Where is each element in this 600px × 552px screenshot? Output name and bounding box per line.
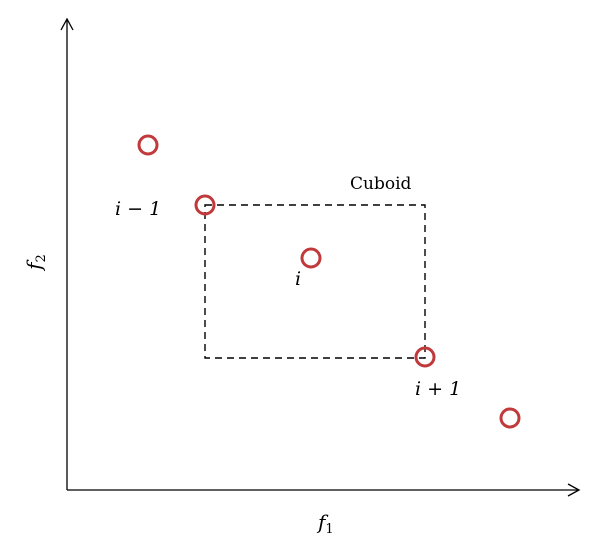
point-i-minus-1	[194, 194, 216, 216]
point-far-left	[137, 134, 159, 156]
x-axis-arrowhead	[567, 483, 581, 497]
point-label-i-minus-1: i − 1	[115, 198, 161, 220]
point-label-i: i	[295, 268, 301, 290]
y-axis-arrowhead	[60, 17, 74, 31]
y-axis-label: f2	[22, 254, 49, 272]
point-far-right	[499, 407, 521, 429]
cuboid-rectangle	[204, 204, 426, 359]
point-i-plus-1	[414, 346, 436, 368]
point-label-i-plus-1: i + 1	[415, 378, 461, 400]
cuboid-label: Cuboid	[350, 174, 412, 194]
x-axis-label: f1	[316, 510, 334, 537]
point-i	[300, 247, 322, 269]
